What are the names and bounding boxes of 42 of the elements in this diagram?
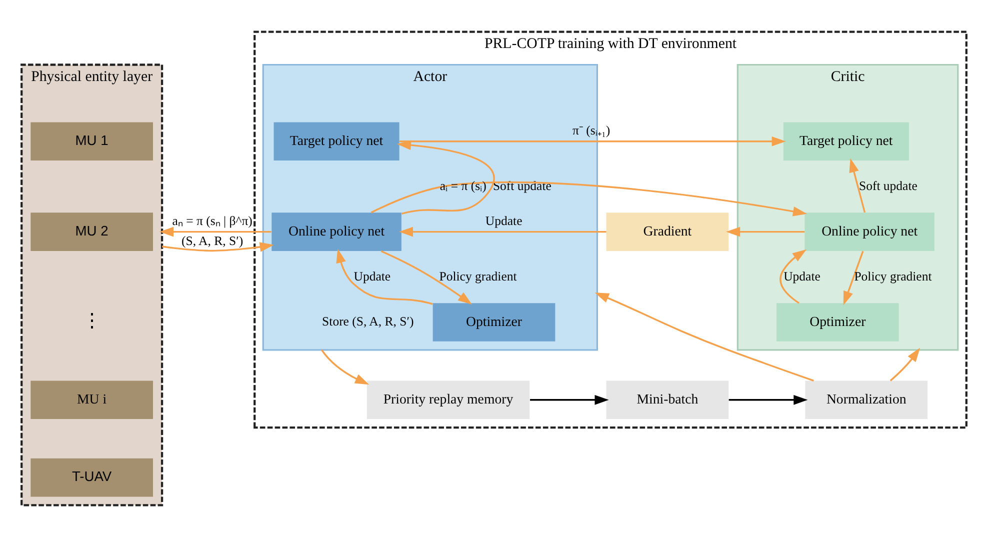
node-box: Online policy net	[272, 212, 402, 251]
arrow	[780, 249, 807, 304]
arrow	[396, 140, 495, 214]
arrow	[728, 394, 808, 405]
arrow	[320, 349, 370, 385]
arrow	[380, 250, 472, 304]
edge-label: aₙ = π (sₙ | β^π)	[172, 214, 252, 228]
arrow	[890, 348, 920, 382]
edge-label: π⁻ (sᵢ₊₁)	[572, 124, 610, 138]
node-box: T-UAV	[30, 458, 153, 497]
node-box: MU 1	[30, 122, 153, 160]
node-box: MU i	[30, 380, 153, 420]
node-box: Mini-batch	[606, 380, 729, 420]
node-box: MU 2	[30, 212, 153, 251]
arrow	[370, 181, 808, 216]
arrow	[336, 248, 433, 305]
arrow	[162, 242, 274, 252]
arrow	[726, 226, 805, 237]
edge-label: Update	[784, 269, 820, 284]
arrow	[400, 136, 786, 146]
edge-label: Policy gradient	[439, 269, 517, 284]
arrow	[530, 394, 609, 405]
arrow	[849, 158, 866, 213]
node-box: Normalization	[805, 380, 928, 420]
node-box: Priority replay memory	[366, 380, 530, 420]
edge-label: Policy gradient	[854, 269, 932, 284]
node-box: Gradient	[606, 212, 729, 251]
edge-label: Update	[354, 269, 391, 284]
edge-label: Store (S, A, R, S′)	[322, 314, 414, 329]
node-box: Optimizer	[776, 303, 899, 342]
arrow	[159, 226, 272, 237]
arrow	[843, 250, 864, 306]
arrow	[398, 226, 606, 237]
node-box: Optimizer	[432, 303, 556, 342]
edge-label: Update	[485, 214, 522, 228]
edge-label: (S, A, R, S′)	[182, 234, 244, 248]
arrow	[594, 292, 814, 382]
node-box: Target policy net	[783, 122, 909, 160]
label: ⋮	[82, 310, 102, 332]
node-box: Online policy net	[804, 212, 934, 251]
edge-label: Soft update	[858, 178, 918, 193]
node-box: Target policy net	[274, 122, 400, 160]
